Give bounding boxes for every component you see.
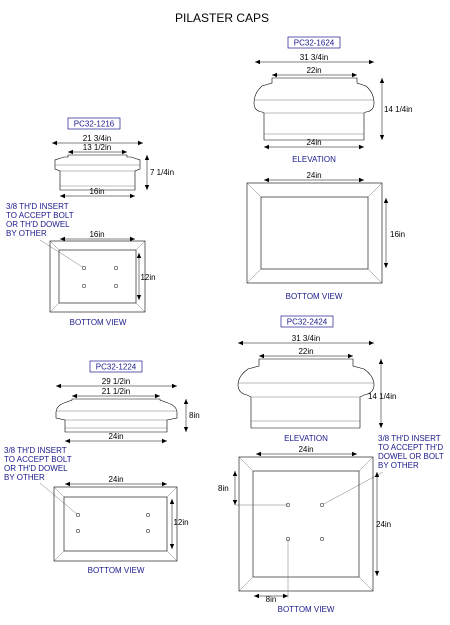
pc32-1216-bottom-view-label: BOTTOM VIEW [70,318,127,327]
pc32-1224-mid-dim: 21 1/2in [102,387,130,396]
pc32-1224-bottom-view-label: BOTTOM VIEW [88,566,145,575]
pc32-1216-elevation [54,154,141,191]
pc32-2424-bv-offset-v: 8in [218,484,229,493]
pc32-1216-bv-height: 12in [140,273,155,282]
pc32-1624-elevation [253,77,375,141]
pc32-2424-group: PC32-2424 31 3/4in 22in 14 1/4in ELEVATI… [218,315,444,614]
pc32-1216-note-4: BY OTHER [6,229,47,238]
pc32-1224-note-3: OR TH'D DOWEL [4,464,68,473]
page-title: PILASTER CAPS [175,11,269,25]
pc32-2424-bottom-view-label: BOTTOM VIEW [278,605,335,614]
pc32-2424-bottom-view [238,456,374,592]
pc32-1224-group: PC32-1224 29 1/2in 21 1/2in 24in 8in 3/8… [4,360,200,575]
pc32-1624-bv-width: 24in [306,171,321,180]
pc32-2424-note-3: DOWEL OR BOLT [378,452,444,461]
pc32-2424-model-id: PC32-2424 [287,318,328,327]
pc32-2424-bv-offset-h: 8in [266,595,277,604]
pc32-1216-bv-width: 16in [89,230,104,239]
pc32-2424-note-4: BY OTHER [378,461,419,470]
pc32-1224-leader [39,482,79,516]
pc32-1624-bottom-view [246,182,383,284]
pc32-2424-elevation-label: ELEVATION [284,434,328,443]
pc32-1216-base-dim: 16in [89,187,104,196]
pc32-1224-height-dim: 8in [189,411,200,420]
pc32-1224-elevation [55,398,178,433]
pc32-1216-note-3: OR TH'D DOWEL [6,220,70,229]
pc32-1216-height-dim: 7 1/4in [150,168,174,177]
pc32-1224-base-dim: 24in [108,432,123,441]
pc32-1224-bottom-view [53,486,178,562]
pc32-1216-mid-dim: 13 1/2in [83,143,111,152]
pc32-1224-top-dim: 29 1/2in [102,377,130,386]
pc32-1224-bv-height: 12in [173,518,188,527]
pc32-1216-model-box [67,117,121,130]
pc32-1624-top-dim: 31 3/4in [300,53,328,62]
pc32-2424-bv-height: 24in [376,520,391,529]
pc32-2424-model-box [280,315,334,328]
pc32-1624-height-dim: 14 1/4in [384,105,412,114]
pc32-2424-elevation [237,358,375,429]
pc32-2424-bv-width: 24in [298,445,313,454]
pc32-1624-bottom-view-label: BOTTOM VIEW [286,292,343,301]
pc32-1624-bv-height: 16in [390,230,405,239]
pc32-1216-top-dim: 21 3/4in [83,134,111,143]
pc32-1624-elevation-label: ELEVATION [292,155,336,164]
pc32-1224-note-2: TO ACCEPT BOLT [4,455,72,464]
pc32-1216-group: PC32-1216 21 3/4in 13 1/2in 16in 7 1/4in… [6,117,174,327]
pc32-1624-model-id: PC32-1624 [294,39,335,48]
pc32-2424-note-2: TO ACCEPT TH'D [378,443,443,452]
pc32-1624-model-box [287,36,341,49]
pc32-1224-note-1: 3/8 TH'D INSERT [4,446,67,455]
pc32-1224-model-box [89,360,143,373]
pc32-1216-note-1: 3/8 TH'D INSERT [6,202,69,211]
pc32-2424-top-dim: 31 3/4in [292,334,320,343]
pc32-2424-note-1: 3/8 TH'D INSERT [378,434,441,443]
pc32-1216-bottom-view [49,240,146,313]
pc32-1624-base-dim: 24in [306,138,321,147]
pc32-1224-note-4: BY OTHER [4,473,45,482]
pc32-1624-mid-dim: 22in [306,66,321,75]
pc32-2424-leader [321,471,384,506]
pc32-2424-mid-dim: 22in [298,347,313,356]
pc32-2424-height-dim: 14 1/4in [368,392,396,401]
pc32-1216-leader [39,239,85,269]
pc32-1624-group: PC32-1624 31 3/4in 22in 24in 14 1/4in EL… [246,36,412,301]
pc32-1224-model-id: PC32-1224 [96,363,137,372]
pc32-1216-note-2: TO ACCEPT BOLT [6,211,74,220]
pc32-1216-model-id: PC32-1216 [74,120,115,129]
pc32-1224-bv-width: 24in [108,475,123,484]
